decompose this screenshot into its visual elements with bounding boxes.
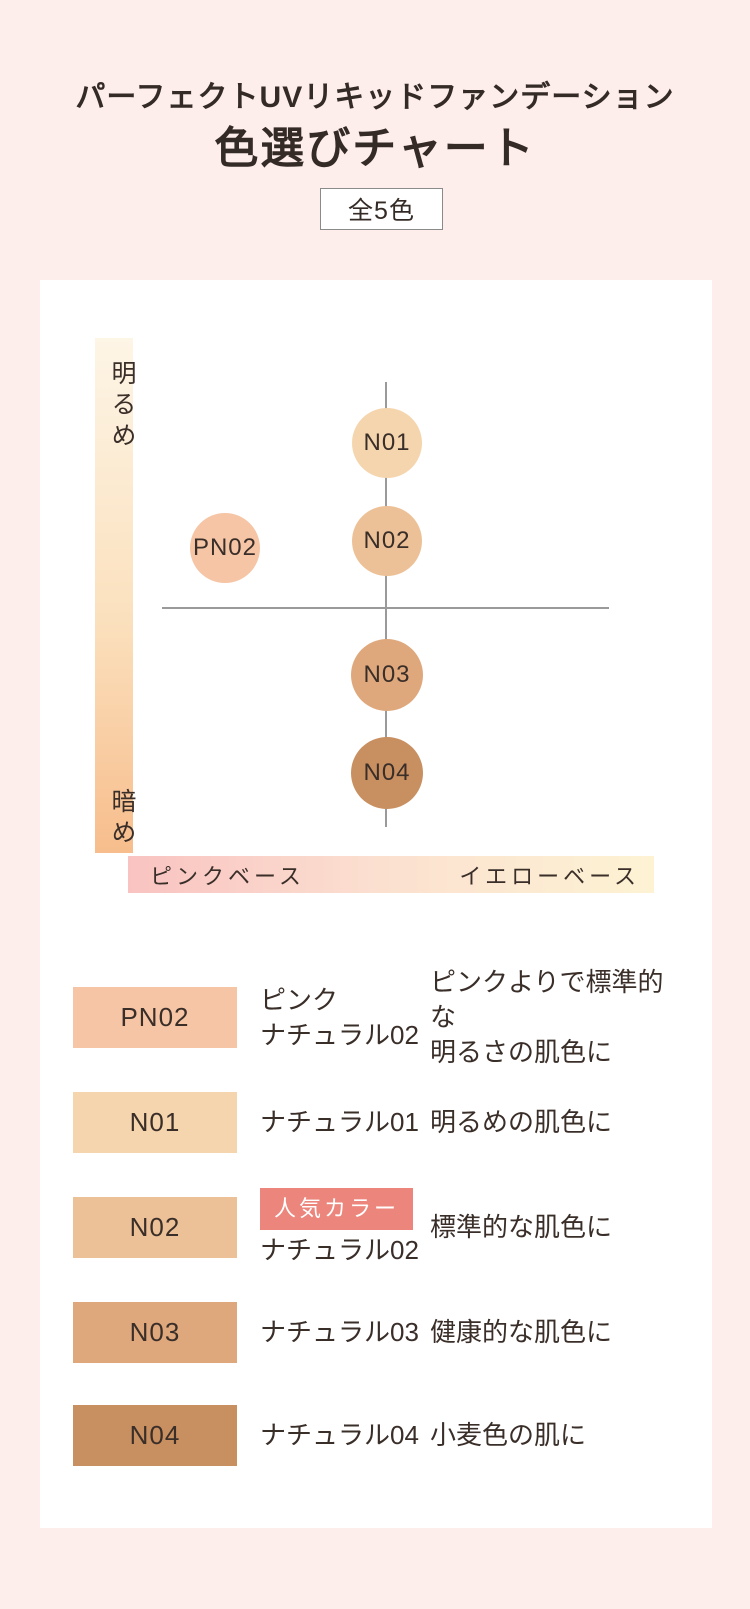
shade-name: ナチュラル04	[260, 1420, 419, 1450]
axis-label-pink-base: ピンクベース	[150, 863, 305, 889]
shade-code: N03	[129, 1317, 181, 1347]
shade-point-label: N02	[363, 527, 411, 554]
shade-swatch: N04	[73, 1405, 237, 1466]
product-name-title: パーフェクトUVリキッドファンデーション	[75, 81, 675, 114]
shade-point-n03: N03	[351, 639, 423, 711]
axis-label-dark: 暗め	[108, 788, 136, 850]
vertical-axis-line	[385, 382, 387, 827]
shade-code: PN02	[120, 1002, 190, 1032]
shade-point-n04: N04	[351, 737, 423, 809]
legend-row-n04: N04 ナチュラル04 小麦色の肌に	[73, 1405, 685, 1466]
shade-name: ナチュラル03	[260, 1317, 419, 1347]
shade-description: 明るめの肌色に	[430, 1107, 613, 1137]
shade-description: 標準的な肌色に	[430, 1212, 613, 1242]
popular-color-badge: 人気カラー	[260, 1187, 414, 1230]
shade-code: N01	[129, 1107, 181, 1137]
shade-point-n02: N02	[352, 506, 422, 576]
shade-point-label: PN02	[192, 534, 258, 561]
shade-point-label: N01	[363, 429, 411, 456]
total-colors-badge: 全5色	[320, 188, 443, 230]
shade-point-pn02: PN02	[190, 513, 260, 583]
shade-point-n01: N01	[352, 408, 422, 478]
legend-row-n01: N01 ナチュラル01 明るめの肌色に	[73, 1092, 685, 1153]
brightness-axis-bar	[95, 338, 133, 853]
shade-point-label: N04	[363, 759, 411, 786]
shade-name: ナチュラル01	[260, 1107, 419, 1137]
legend-row-n02: N02 人気カラー ナチュラル02 標準的な肌色に	[73, 1187, 685, 1265]
shade-code: N04	[129, 1420, 181, 1450]
horizontal-axis-line	[162, 607, 609, 609]
shade-description: 小麦色の肌に	[430, 1420, 587, 1450]
shade-swatch: PN02	[73, 987, 237, 1048]
chart-panel: 明るめ 暗め N01 N02 PN02 N03 N04 ピンクベース イエローベ…	[40, 280, 712, 1528]
axis-label-yellow-base: イエローベース	[459, 863, 640, 889]
axis-label-bright: 明るめ	[108, 360, 136, 453]
page-title: 色選びチャート	[214, 124, 536, 173]
legend-row-pn02: PN02 ピンク ナチュラル02 ピンクよりで標準的な 明るさの肌色に	[73, 967, 685, 1067]
shade-swatch: N02	[73, 1197, 237, 1258]
base-tone-axis-bar: ピンクベース イエローベース	[128, 856, 654, 893]
shade-name: 人気カラー ナチュラル02	[260, 1187, 430, 1268]
shade-point-label: N03	[363, 661, 411, 688]
shade-name: ピンク ナチュラル02	[260, 984, 419, 1050]
legend-row-n03: N03 ナチュラル03 健康的な肌色に	[73, 1302, 685, 1363]
shade-swatch: N01	[73, 1092, 237, 1153]
shade-code: N02	[129, 1212, 181, 1242]
shade-description: 健康的な肌色に	[430, 1317, 613, 1347]
shade-description: ピンクよりで標準的な 明るさの肌色に	[430, 967, 664, 1067]
shade-swatch: N03	[73, 1302, 237, 1363]
